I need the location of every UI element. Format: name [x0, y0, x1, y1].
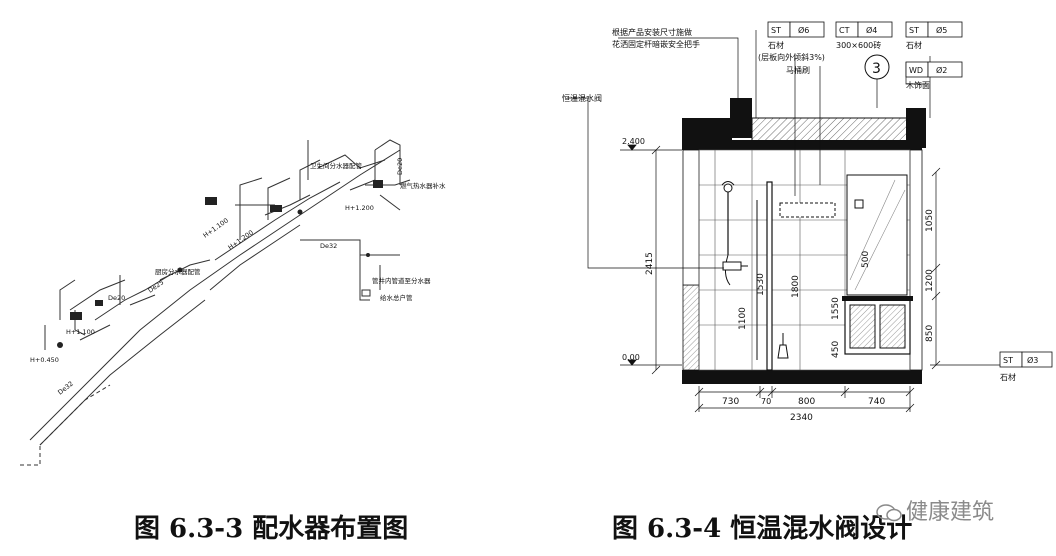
wechat-icon	[876, 504, 902, 522]
tag1-num: Ø6	[798, 25, 809, 35]
note-d: 管井内管道至分水器	[372, 276, 431, 285]
tag3-num: Ø5	[936, 25, 947, 35]
floor-slab	[682, 370, 922, 384]
dim-inner-450: 450	[831, 341, 841, 358]
tag4-code: WD	[909, 66, 923, 75]
label-dn20-b: De20	[396, 158, 404, 175]
tag1-desc2: (层板向外倾斜3%)	[758, 52, 825, 62]
tag5-num: Ø3	[1027, 355, 1038, 365]
tag3-desc: 石材	[906, 40, 922, 50]
tag2-desc: 300×600砖	[836, 40, 881, 50]
dim-inner-500: 500	[861, 251, 871, 268]
tag3-code: ST	[909, 26, 919, 35]
tag5-desc: 石材	[1000, 372, 1016, 382]
dim-inner-1550: 1550	[831, 297, 841, 320]
note-c: 燃气热水器补水	[400, 181, 446, 190]
dim-inner-1530: 1530	[756, 273, 766, 296]
tag4-num: Ø2	[936, 65, 947, 75]
label-h1200-b: H+1.200	[345, 204, 374, 212]
level-bottom: 0.00	[622, 353, 640, 362]
tag1-code: ST	[771, 26, 781, 35]
note-e: 给水总户管	[380, 293, 413, 302]
circle-number: 3	[872, 61, 881, 77]
watermark-text: 健康建筑	[906, 500, 995, 525]
label-h1100-a: H+1.100	[202, 216, 230, 239]
tag2-num: Ø4	[866, 25, 877, 35]
tag4-desc: 木饰面	[906, 80, 930, 90]
dim-left-2415: 2415	[645, 252, 655, 275]
dim-bottom-70: 70	[761, 397, 771, 406]
label-dn25: De25	[147, 278, 166, 294]
annotation-top-line1: 根据产品安装尺寸施做	[612, 27, 692, 37]
label-dn32-a: De32	[320, 242, 337, 250]
caption-right: 图 6.3-4 恒温混水阀设计	[612, 514, 913, 544]
watermark: 健康建筑	[876, 494, 994, 526]
tag2-code: CT	[839, 26, 850, 35]
drain-note: 马桶刷	[786, 65, 810, 75]
dim-inner-1100: 1100	[738, 307, 748, 330]
dim-right-1050: 1050	[925, 209, 935, 232]
dim-bottom-800: 800	[798, 397, 815, 407]
label-h1100-b: H+1.100	[66, 328, 95, 336]
label-dn20-a: De20	[108, 294, 125, 302]
label-dn32-b: De32	[56, 380, 75, 397]
dim-total-2340: 2340	[790, 413, 813, 423]
annotation-top-line2: 花洒固定杆暗嵌安全把手	[612, 39, 700, 49]
ceiling-beam-left	[682, 118, 732, 140]
water-distributor-isometric-diagram	[20, 139, 411, 466]
dim-bottom-730: 730	[722, 397, 739, 407]
note-b: 厨房分水器配管	[155, 267, 201, 276]
ceiling-beam-right	[906, 108, 926, 148]
dim-inner-1800: 1800	[791, 275, 801, 298]
label-h0450: H+0.450	[30, 356, 59, 364]
tag5-code: ST	[1003, 356, 1013, 365]
dim-bottom-740: 740	[868, 397, 885, 407]
ceiling-beam-step	[730, 98, 752, 138]
dim-right-1200: 1200	[925, 269, 935, 292]
tag1-desc: 石材	[768, 40, 784, 50]
thermostatic-valve-elevation: 2.400 0.00 2415 1050 1200 850 1530 1800 …	[562, 21, 1053, 423]
valve-label: 恒温混水阀	[562, 93, 602, 103]
caption-left: 图 6.3-3 配水器布置图	[134, 514, 409, 544]
level-top: 2.400	[622, 137, 645, 146]
dim-right-850: 850	[925, 325, 935, 342]
note-a: 卫生间分水器配管	[310, 161, 363, 170]
